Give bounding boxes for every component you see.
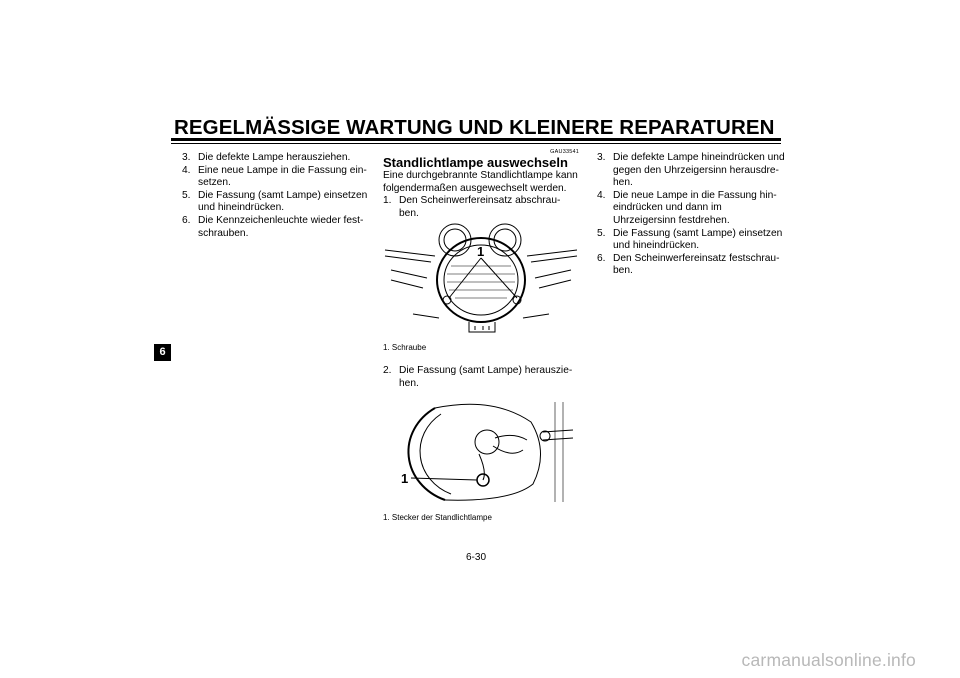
- step-number: 4.: [182, 164, 191, 176]
- step-text: Die neue Lampe in die Fassung hin-eindrü…: [613, 189, 777, 226]
- header-rule-thick: [171, 138, 781, 141]
- step-text: Eine neue Lampe in die Fassung ein-setze…: [198, 164, 367, 189]
- section-code: GAU33541: [550, 149, 579, 155]
- page-number: 6-30: [466, 552, 487, 563]
- figure-callout-number: 1: [401, 471, 408, 486]
- figure-caption: 1. Schraube: [383, 343, 427, 353]
- step-text: Den Scheinwerfereinsatz abschrau-ben.: [399, 195, 561, 219]
- step-number: 3.: [182, 152, 191, 163]
- bulb: [474, 429, 500, 455]
- step-text: Die Fassung (samt Lampe) einsetzen und h…: [613, 227, 783, 252]
- housing-outline: [434, 403, 542, 501]
- step-number: 6.: [597, 252, 606, 264]
- cables: [390, 269, 572, 289]
- bracket-bolt: [539, 430, 551, 442]
- step-text: Die Kennzeichenleuchte wieder fest-schra…: [198, 214, 364, 239]
- watermark: carmanualsonline.info: [741, 650, 916, 670]
- screw-right: [512, 295, 522, 305]
- headlight-rim: [436, 237, 526, 324]
- housing-inner: [419, 413, 452, 495]
- figure-caption: 1. Stecker der Standlichtlampe: [383, 513, 492, 523]
- handlebars: [384, 249, 578, 263]
- headlight-mount: [468, 322, 496, 333]
- lens-pattern: [447, 266, 515, 299]
- step-text: Die defekte Lampe herausziehen.: [198, 152, 351, 163]
- gauge-right: [488, 223, 522, 257]
- figure-callout-number: 1: [477, 244, 484, 259]
- headlight-lens: [443, 244, 519, 316]
- step-item: 6. Den Scheinwerfereinsatz festschrau-ben…: [597, 253, 787, 278]
- step-item: 4. Die neue Lampe in die Fassung hin-eind…: [597, 190, 787, 228]
- right-column: 3. Die defekte Lampe hineindrücken und ge…: [597, 152, 787, 278]
- housing-shell: [407, 407, 446, 502]
- screw-left: [442, 295, 452, 305]
- step-item: 1. Den Scheinwerfereinsatz abschrau-ben.: [383, 195, 579, 220]
- step-item: 5. Die Fassung (samt Lampe) einsetzen und…: [597, 228, 787, 253]
- step-number: 1.: [383, 195, 392, 207]
- section-intro: Eine durchgebrannte Standlichtlampe kann…: [383, 170, 578, 194]
- step-item: 3. Die defekte Lampe hineindrücken und ge…: [597, 152, 787, 190]
- step-item: 4. Eine neue Lampe in die Fassung ein-set…: [182, 165, 372, 190]
- headlight-screw-illustration: 1: [384, 223, 578, 333]
- step-text: Die Fassung (samt Lampe) herauszie-hen.: [399, 364, 573, 389]
- page-header-title: REGELMÄSSIGE WARTUNG UND KLEINERE REPARA…: [174, 116, 775, 139]
- section-title: Standlichtlampe auswechseln: [383, 155, 568, 170]
- chapter-tab: 6: [154, 344, 171, 361]
- step-item: 2. Die Fassung (samt Lampe) herauszie-hen…: [383, 365, 579, 390]
- frame-lines: [554, 402, 564, 503]
- header-rule-thin: [171, 143, 781, 144]
- step-text: Die Fassung (samt Lampe) einsetzen und h…: [198, 189, 368, 214]
- gauge-left-inner: [443, 228, 467, 252]
- step-text: Die defekte Lampe hineindrücken und gege…: [613, 152, 785, 189]
- step-item: 3. Die defekte Lampe herausziehen.: [182, 152, 372, 165]
- step-item: 5. Die Fassung (samt Lampe) einsetzen und…: [182, 190, 372, 215]
- callout-line: [410, 477, 478, 481]
- step-number: 3.: [597, 152, 606, 163]
- step-number: 5.: [182, 189, 191, 201]
- step-number: 5.: [597, 227, 606, 239]
- bulb-socket-illustration: 1: [401, 402, 574, 503]
- step-number: 4.: [597, 189, 606, 201]
- wires: [478, 435, 528, 481]
- middle-column: GAU33541 Standlichtlampe auswechseln Ein…: [383, 146, 579, 525]
- fork-lines: [412, 313, 550, 319]
- left-column: 3. Die defekte Lampe herausziehen. 4. Eine…: [182, 152, 372, 240]
- step-number: 6.: [182, 214, 191, 226]
- step-text: Den Scheinwerfereinsatz festschrau-ben.: [613, 252, 780, 277]
- callout-lines: [448, 258, 518, 299]
- step-number: 2.: [383, 364, 392, 376]
- step-item: 6. Die Kennzeichenleuchte wieder fest-sch…: [182, 215, 372, 240]
